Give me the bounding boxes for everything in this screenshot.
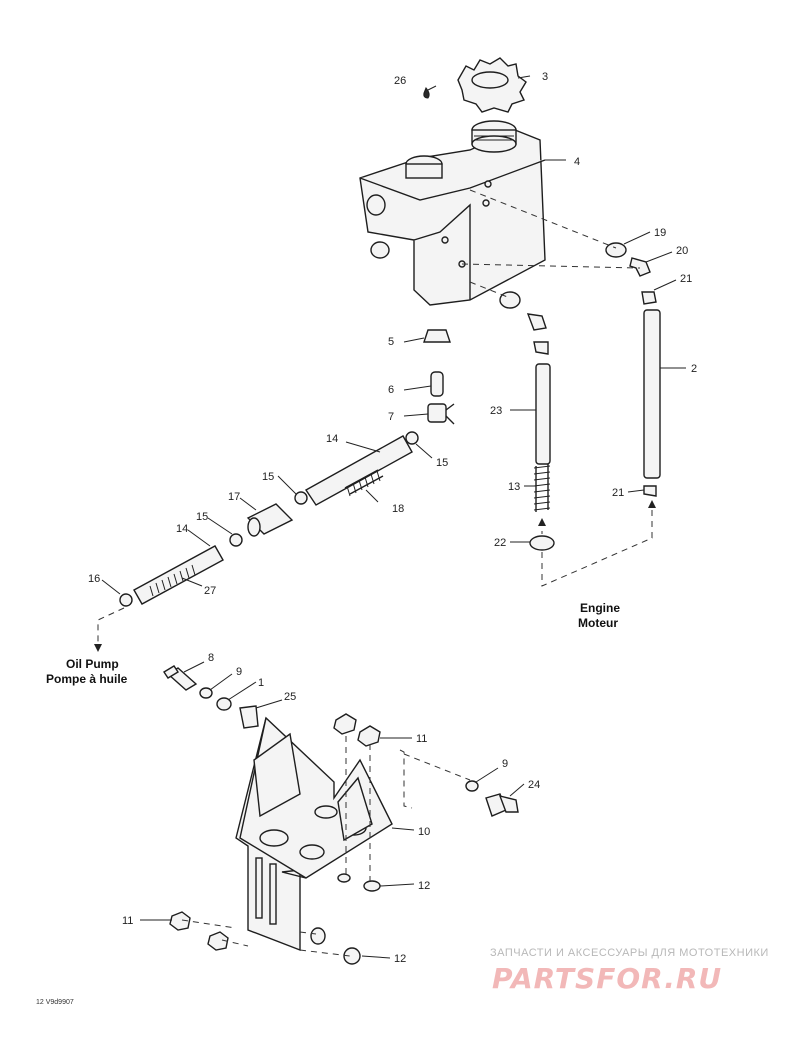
- oil-pump-label: Oil Pump: [66, 657, 119, 671]
- callout: 18: [392, 503, 404, 515]
- grommet-part-19: [605, 242, 627, 258]
- engine-label: Engine: [580, 601, 620, 615]
- clamp-part-22: [529, 535, 555, 551]
- arrow-to-pump: [94, 644, 102, 652]
- grommet-part-5: [423, 329, 451, 343]
- callout: 19: [654, 227, 666, 239]
- o-ring-part-26: [423, 87, 430, 99]
- washer-part-12-c: [310, 927, 326, 945]
- leader-lines: [101, 75, 686, 959]
- spring-part-13: [533, 464, 551, 512]
- callout: 16: [88, 573, 100, 585]
- callout: 15: [436, 457, 448, 469]
- clamp-part-16: [119, 593, 133, 607]
- clip-part-25: [239, 705, 259, 729]
- hose-part-23: [535, 363, 551, 465]
- callout: 10: [418, 826, 430, 838]
- hose-part-14-upper: [304, 435, 413, 506]
- clamp-return-top: [533, 341, 549, 355]
- washer-part-12-b: [363, 880, 381, 892]
- callout: 27: [204, 585, 216, 597]
- nut-part-11-b: [357, 725, 381, 747]
- callout: 11: [122, 915, 133, 927]
- tank-neck: [471, 120, 517, 153]
- callout: 24: [528, 779, 540, 791]
- connection-lines: [97, 189, 653, 809]
- hose-part-14-lower: [133, 545, 224, 605]
- nut-part-11-d: [207, 931, 229, 951]
- callout: 23: [490, 405, 502, 417]
- drawing-code: 12 V9d9907: [36, 999, 74, 1006]
- callout: 13: [508, 481, 520, 493]
- callout: 7: [388, 411, 394, 423]
- callout: 20: [676, 245, 688, 257]
- hose-part-2: [643, 309, 661, 479]
- callout: 15: [262, 471, 274, 483]
- filler-cap: [457, 57, 527, 113]
- spring-part-27: [149, 564, 196, 597]
- spring-part-18: [344, 469, 384, 497]
- clamp-part-15-c: [229, 533, 243, 547]
- clamp-part-21-top: [641, 291, 657, 305]
- clamp-part-21-bottom: [643, 485, 657, 497]
- callout: 5: [388, 336, 394, 348]
- callout: 17: [228, 491, 240, 503]
- callout: 9: [502, 758, 508, 770]
- arrow-vent: [648, 500, 656, 508]
- callout: 1: [258, 677, 264, 689]
- nut-part-11-a: [333, 713, 357, 735]
- oil-pump-label-fr: Pompe à huile: [46, 672, 128, 686]
- callout: 14: [176, 523, 188, 535]
- callout: 26: [394, 75, 406, 87]
- clamp-part-15-a: [405, 431, 419, 445]
- elbow-fitting-part-20: [629, 257, 651, 277]
- callout: 12: [418, 880, 430, 892]
- callout: 14: [326, 433, 338, 445]
- washer-part-1: [216, 697, 232, 711]
- grommet-return: [499, 291, 521, 309]
- callout: 15: [196, 511, 208, 523]
- bolt-part-8: [163, 665, 198, 691]
- callout: 2: [691, 363, 697, 375]
- callout: 4: [574, 156, 580, 168]
- valve-part-7: [427, 403, 455, 425]
- callout: 21: [612, 487, 624, 499]
- watermark-logo: PARTSFOR.RU: [492, 962, 722, 995]
- clamp-part-15-b: [294, 491, 308, 505]
- bracket-part-10: [235, 716, 393, 952]
- oil-tank: [359, 129, 546, 306]
- washer-part-12-a: [337, 873, 351, 883]
- elbow-fitting-return: [526, 313, 547, 331]
- callout: 22: [494, 537, 506, 549]
- filter-part-17: [246, 503, 294, 537]
- callout: 6: [388, 384, 394, 396]
- callout: 11: [416, 733, 427, 745]
- nut-part-11-c: [169, 911, 191, 931]
- bracket-hardware-lines: [181, 736, 371, 957]
- washer-part-12-d: [343, 947, 361, 965]
- arrow-to-engine: [538, 518, 546, 526]
- callout: 9: [236, 666, 242, 678]
- watermark-tagline: ЗАПЧАСТИ И АКСЕССУАРЫ ДЛЯ МОТОТЕХНИКИ: [490, 947, 769, 959]
- washer-part-9-a: [199, 687, 213, 699]
- callout-numbers: 1 2 3 4 5 6 7 8 9 9 10 11 11 11 12 12 12…: [88, 71, 697, 965]
- callout: 12: [394, 953, 406, 965]
- callout: 8: [208, 652, 214, 664]
- engine-label-fr: Moteur: [578, 616, 618, 630]
- callout: 21: [680, 273, 692, 285]
- callout: 3: [542, 71, 548, 83]
- hose-part-6: [430, 371, 444, 397]
- washer-part-9-b: [465, 780, 479, 792]
- bolt-part-24: [485, 793, 519, 817]
- callout: 25: [284, 691, 296, 703]
